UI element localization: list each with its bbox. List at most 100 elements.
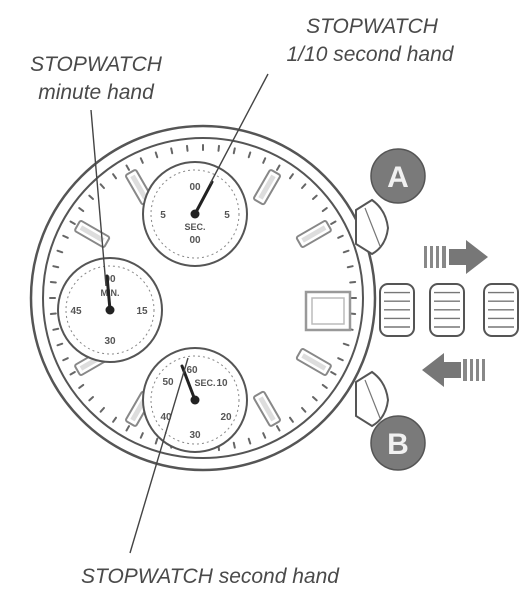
- tenth-second-hand: [193, 180, 214, 216]
- subdial-bottom-label: SEC.: [194, 378, 215, 388]
- callout-minute-line2: minute hand: [38, 81, 155, 104]
- minute-tick: [78, 207, 85, 213]
- minute-tick: [262, 157, 267, 164]
- crown-position-1[interactable]: [379, 283, 415, 337]
- hour-marker: [295, 348, 332, 376]
- hour-marker: [295, 220, 332, 248]
- minute-tick: [88, 194, 95, 200]
- minute-tick: [56, 342, 64, 347]
- subdial-second: 60 50 10 40 20 30 SEC.: [142, 347, 248, 453]
- minute-tick: [288, 416, 294, 423]
- minute-tick: [232, 147, 236, 155]
- crown-positions: [379, 283, 519, 337]
- minute-tick: [69, 371, 76, 376]
- minute-tick: [321, 207, 328, 213]
- subdial-top-pivot: [190, 209, 200, 219]
- subdial-tenth-second: 00 00 5 5 SEC.: [142, 161, 248, 267]
- crown-position-3: [483, 283, 519, 337]
- minute-tick: [217, 144, 220, 152]
- minute-tick: [276, 425, 281, 432]
- subdial-bottom-number-right: 10: [216, 378, 228, 389]
- minute-tick: [337, 234, 344, 239]
- minute-tick: [154, 437, 159, 445]
- minute-tick: [154, 151, 159, 159]
- minute-tick: [62, 357, 69, 362]
- minute-tick: [349, 281, 357, 284]
- minute-tick: [125, 425, 130, 432]
- minute-tick: [288, 173, 294, 180]
- subdial-bottom-number-left: 50: [162, 377, 174, 388]
- crown-position-2: [429, 283, 465, 337]
- minute-hand: [105, 274, 112, 312]
- minute-tick: [78, 383, 85, 389]
- minute-tick: [301, 183, 307, 190]
- leader-second: [129, 357, 189, 554]
- minute-tick: [62, 234, 69, 239]
- subdial-bottom-number-lower-left: 40: [160, 412, 172, 423]
- minute-tick: [112, 416, 118, 423]
- minute-tick: [69, 220, 76, 225]
- minute-tick: [139, 157, 144, 164]
- minute-tick: [346, 265, 354, 269]
- subdial-minute: 00 45 15 30 MIN.: [57, 257, 163, 363]
- subdial-top-number-left: 5: [160, 210, 166, 221]
- pusher-b[interactable]: [355, 370, 390, 428]
- minute-tick: [56, 249, 64, 254]
- minute-tick: [112, 173, 118, 180]
- date-window: [304, 290, 352, 332]
- leader-lines: [90, 73, 269, 554]
- hour-marker: [253, 169, 281, 206]
- button-b-badge: B: [370, 415, 426, 471]
- subdial-left-number-right: 15: [136, 306, 148, 317]
- minute-tick: [247, 151, 252, 159]
- subdial-bottom-pivot: [190, 395, 200, 405]
- button-b-letter: B: [387, 428, 409, 461]
- minute-tick: [232, 441, 236, 449]
- minute-tick: [342, 249, 350, 254]
- minute-tick: [301, 406, 307, 413]
- button-a-badge: A: [370, 148, 426, 204]
- leader-minute: [90, 109, 107, 287]
- subdial-bottom-number-top: 60: [186, 365, 198, 376]
- minute-tick: [52, 327, 60, 331]
- pusher-a[interactable]: [355, 198, 390, 256]
- hour-marker: [74, 220, 111, 248]
- minute-tick: [186, 144, 189, 152]
- callout-minute-line1: STOPWATCH: [30, 53, 163, 76]
- callout-second: STOPWATCH second hand: [81, 565, 340, 588]
- minute-tick: [49, 281, 57, 284]
- minute-tick: [49, 312, 57, 315]
- minute-tick: [337, 357, 344, 362]
- minute-tick: [99, 183, 105, 190]
- minute-tick: [321, 383, 328, 389]
- subdial-left-number-bottom: 30: [104, 336, 116, 347]
- subdial-bottom-number-bottom: 30: [189, 430, 201, 441]
- arrow-left: [422, 353, 485, 387]
- subdial-left-number-left: 45: [70, 306, 82, 317]
- subdial-top-number-bottom: 00: [189, 235, 201, 246]
- subdial-bottom-number-lower-right: 20: [220, 412, 232, 423]
- arrow-right: [424, 240, 488, 274]
- minute-tick: [125, 164, 130, 171]
- button-a-letter: A: [387, 161, 409, 194]
- hour-marker: [253, 390, 281, 427]
- minute-tick: [52, 265, 60, 269]
- leader-tenth-second: [209, 73, 269, 185]
- minute-tick: [342, 342, 350, 347]
- minute-tick: [276, 164, 281, 171]
- subdial-top-label: SEC.: [184, 222, 205, 232]
- subdial-left-pivot: [105, 305, 115, 315]
- subdial-top-number-right: 5: [224, 210, 230, 221]
- minute-tick: [311, 194, 318, 200]
- minute-tick: [99, 406, 105, 413]
- minute-tick: [311, 396, 318, 402]
- minute-tick: [330, 371, 337, 376]
- minute-tick: [88, 396, 95, 402]
- subdial-top-number-top: 00: [189, 182, 201, 193]
- minute-tick: [139, 432, 144, 439]
- minute-tick: [330, 220, 337, 225]
- minute-tick: [247, 437, 252, 445]
- subdial-left-number-top: 00: [104, 274, 116, 285]
- minute-tick: [170, 147, 174, 155]
